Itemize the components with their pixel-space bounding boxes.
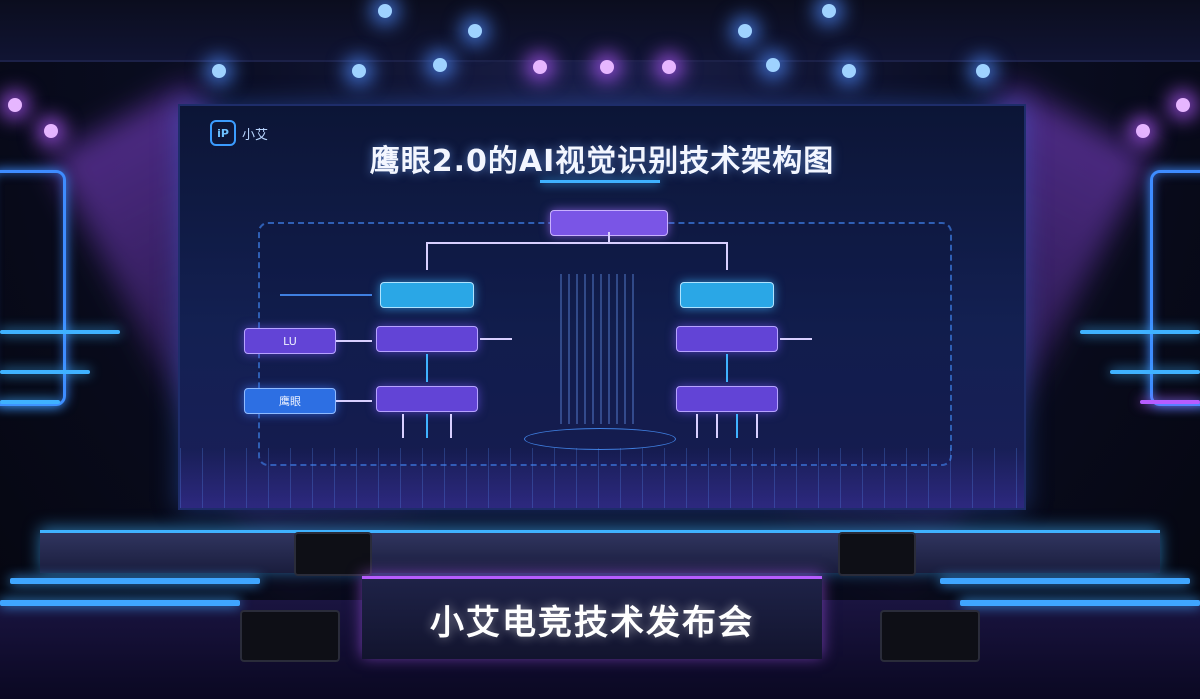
stage-step-light [940, 578, 1190, 584]
neon-strip [0, 370, 90, 374]
connector-line [280, 294, 372, 296]
neon-strip [1140, 400, 1200, 404]
spotlight [1136, 124, 1150, 138]
connector-line [426, 242, 428, 270]
title-underline [540, 180, 660, 183]
stage-step-light [960, 600, 1200, 606]
connector-line [780, 338, 812, 340]
right-side-structure [1030, 150, 1200, 550]
slide-title: 鹰眼2.0的AI视觉识别技术架构图 [369, 144, 835, 179]
neon-strip [0, 330, 120, 334]
logo-text: 小艾 [242, 127, 269, 143]
neon-strip [0, 400, 60, 404]
presentation-screen: iP 小艾 鹰眼2.0的AI视觉识别技术架构图 LU 鹰眼 [178, 104, 1026, 510]
spotlight [352, 64, 366, 78]
connector-line [402, 414, 404, 438]
connector-line [450, 414, 452, 438]
connector-line [726, 354, 728, 382]
event-title: 小艾电竞技术发布会 [430, 602, 754, 643]
floor-speaker [880, 610, 980, 662]
neon-strip [1080, 330, 1200, 334]
spotlight [533, 60, 547, 74]
connector-line [336, 400, 372, 402]
diagram-node-top [550, 210, 668, 236]
connector-line [726, 242, 728, 270]
connector-line [696, 414, 698, 438]
spotlight [8, 98, 22, 112]
input-node-lu: LU [244, 328, 336, 354]
logo: iP 小艾 [210, 120, 268, 146]
screen-grid-floor [180, 448, 1024, 508]
ceiling-truss [0, 0, 1200, 62]
center-ring [524, 428, 676, 450]
architecture-diagram: LU 鹰眼 [244, 210, 952, 466]
connector-line [608, 232, 610, 244]
logo-icon: iP [210, 120, 236, 146]
connector-line [426, 242, 726, 244]
diagram-node [380, 282, 474, 308]
diagram-node [676, 386, 778, 412]
connector-line [736, 414, 738, 438]
spotlight [44, 124, 58, 138]
connector-line [336, 340, 372, 342]
connector-line [480, 338, 512, 340]
input-node-eagle-eye: 鹰眼 [244, 388, 336, 414]
stage-step-light [10, 578, 260, 584]
spotlight [662, 60, 676, 74]
spotlight [468, 24, 482, 38]
connector-line [426, 354, 428, 382]
spotlight [842, 64, 856, 78]
spotlight [212, 64, 226, 78]
diagram-node [376, 386, 478, 412]
podium-banner: 小艾电竞技术发布会 [362, 576, 822, 659]
diagram-node [680, 282, 774, 308]
connector-line [716, 414, 718, 438]
connector-line [426, 414, 428, 438]
stage-step-light [0, 600, 240, 606]
spotlight [433, 58, 447, 72]
neon-frame [0, 170, 66, 406]
diagram-node [676, 326, 778, 352]
spotlight [976, 64, 990, 78]
center-data-bars [560, 274, 640, 424]
neon-strip [1110, 370, 1200, 374]
spotlight [766, 58, 780, 72]
floor-speaker [240, 610, 340, 662]
stage-monitor-speaker [838, 532, 916, 576]
spotlight [738, 24, 752, 38]
diagram-node [376, 326, 478, 352]
spotlight [1176, 98, 1190, 112]
spotlight [822, 4, 836, 18]
connector-line [756, 414, 758, 438]
stage-monitor-speaker [294, 532, 372, 576]
spotlight [600, 60, 614, 74]
spotlight [378, 4, 392, 18]
left-side-structure [0, 150, 170, 550]
neon-frame [1150, 170, 1200, 406]
stage-platform [40, 530, 1160, 573]
